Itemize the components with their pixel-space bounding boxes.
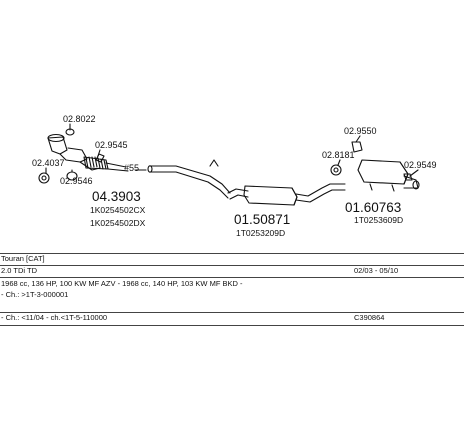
- part-01-60763: 01.60763: [345, 200, 401, 215]
- part-02-9546: 02.9546: [60, 176, 93, 186]
- middle-silencer: [147, 159, 346, 206]
- flex-note: #55: [124, 163, 139, 173]
- part-04-3903: 04.3903: [92, 189, 141, 204]
- clamp-02-9545: [95, 153, 105, 163]
- table-rule: [0, 277, 464, 278]
- front-pipe-catalyst: [47, 133, 129, 172]
- gasket-02-9550: [351, 141, 363, 153]
- ref-01-60763: 1T0253609D: [354, 215, 403, 225]
- clamp-02-4037: [38, 172, 50, 184]
- table-rule: [0, 265, 464, 266]
- part-02-4037: 02.4037: [32, 158, 65, 168]
- hanger-02-8181: [330, 164, 342, 176]
- chassis-range-2: - Ch.: <11/04 - ch.<1T-5-110000: [1, 313, 108, 322]
- ref-04-3903-b: 1K0254502DX: [90, 218, 146, 228]
- part-02-9550: 02.9550: [344, 126, 377, 136]
- catalogue-code: C390864: [354, 313, 385, 322]
- ref-04-3903-a: 1K0254502CX: [90, 205, 146, 215]
- part-02-8022: 02.8022: [63, 114, 96, 124]
- ref-01-50871: 1T0253209D: [236, 228, 285, 238]
- table-rule: [0, 312, 464, 313]
- part-01-50871: 01.50871: [234, 212, 290, 227]
- part-02-9549: 02.9549: [404, 160, 437, 170]
- part-02-8181: 02.8181: [322, 150, 355, 160]
- engine-specs: 1968 cc, 136 HP, 100 KW MF AZV - 1968 cc…: [1, 279, 243, 288]
- table-top-rule: [0, 253, 464, 254]
- table-bottom-rule: [0, 325, 464, 326]
- part-02-9545: 02.9545: [95, 140, 128, 150]
- model-name: Touran [CAT]: [1, 254, 45, 263]
- chassis-range: - Ch.: >1T-3-000001: [1, 290, 69, 299]
- date-range: 02/03 - 05/10: [354, 266, 399, 275]
- clamp-02-9549: [403, 173, 413, 181]
- engine-label: 2.0 TDi TD: [1, 266, 37, 275]
